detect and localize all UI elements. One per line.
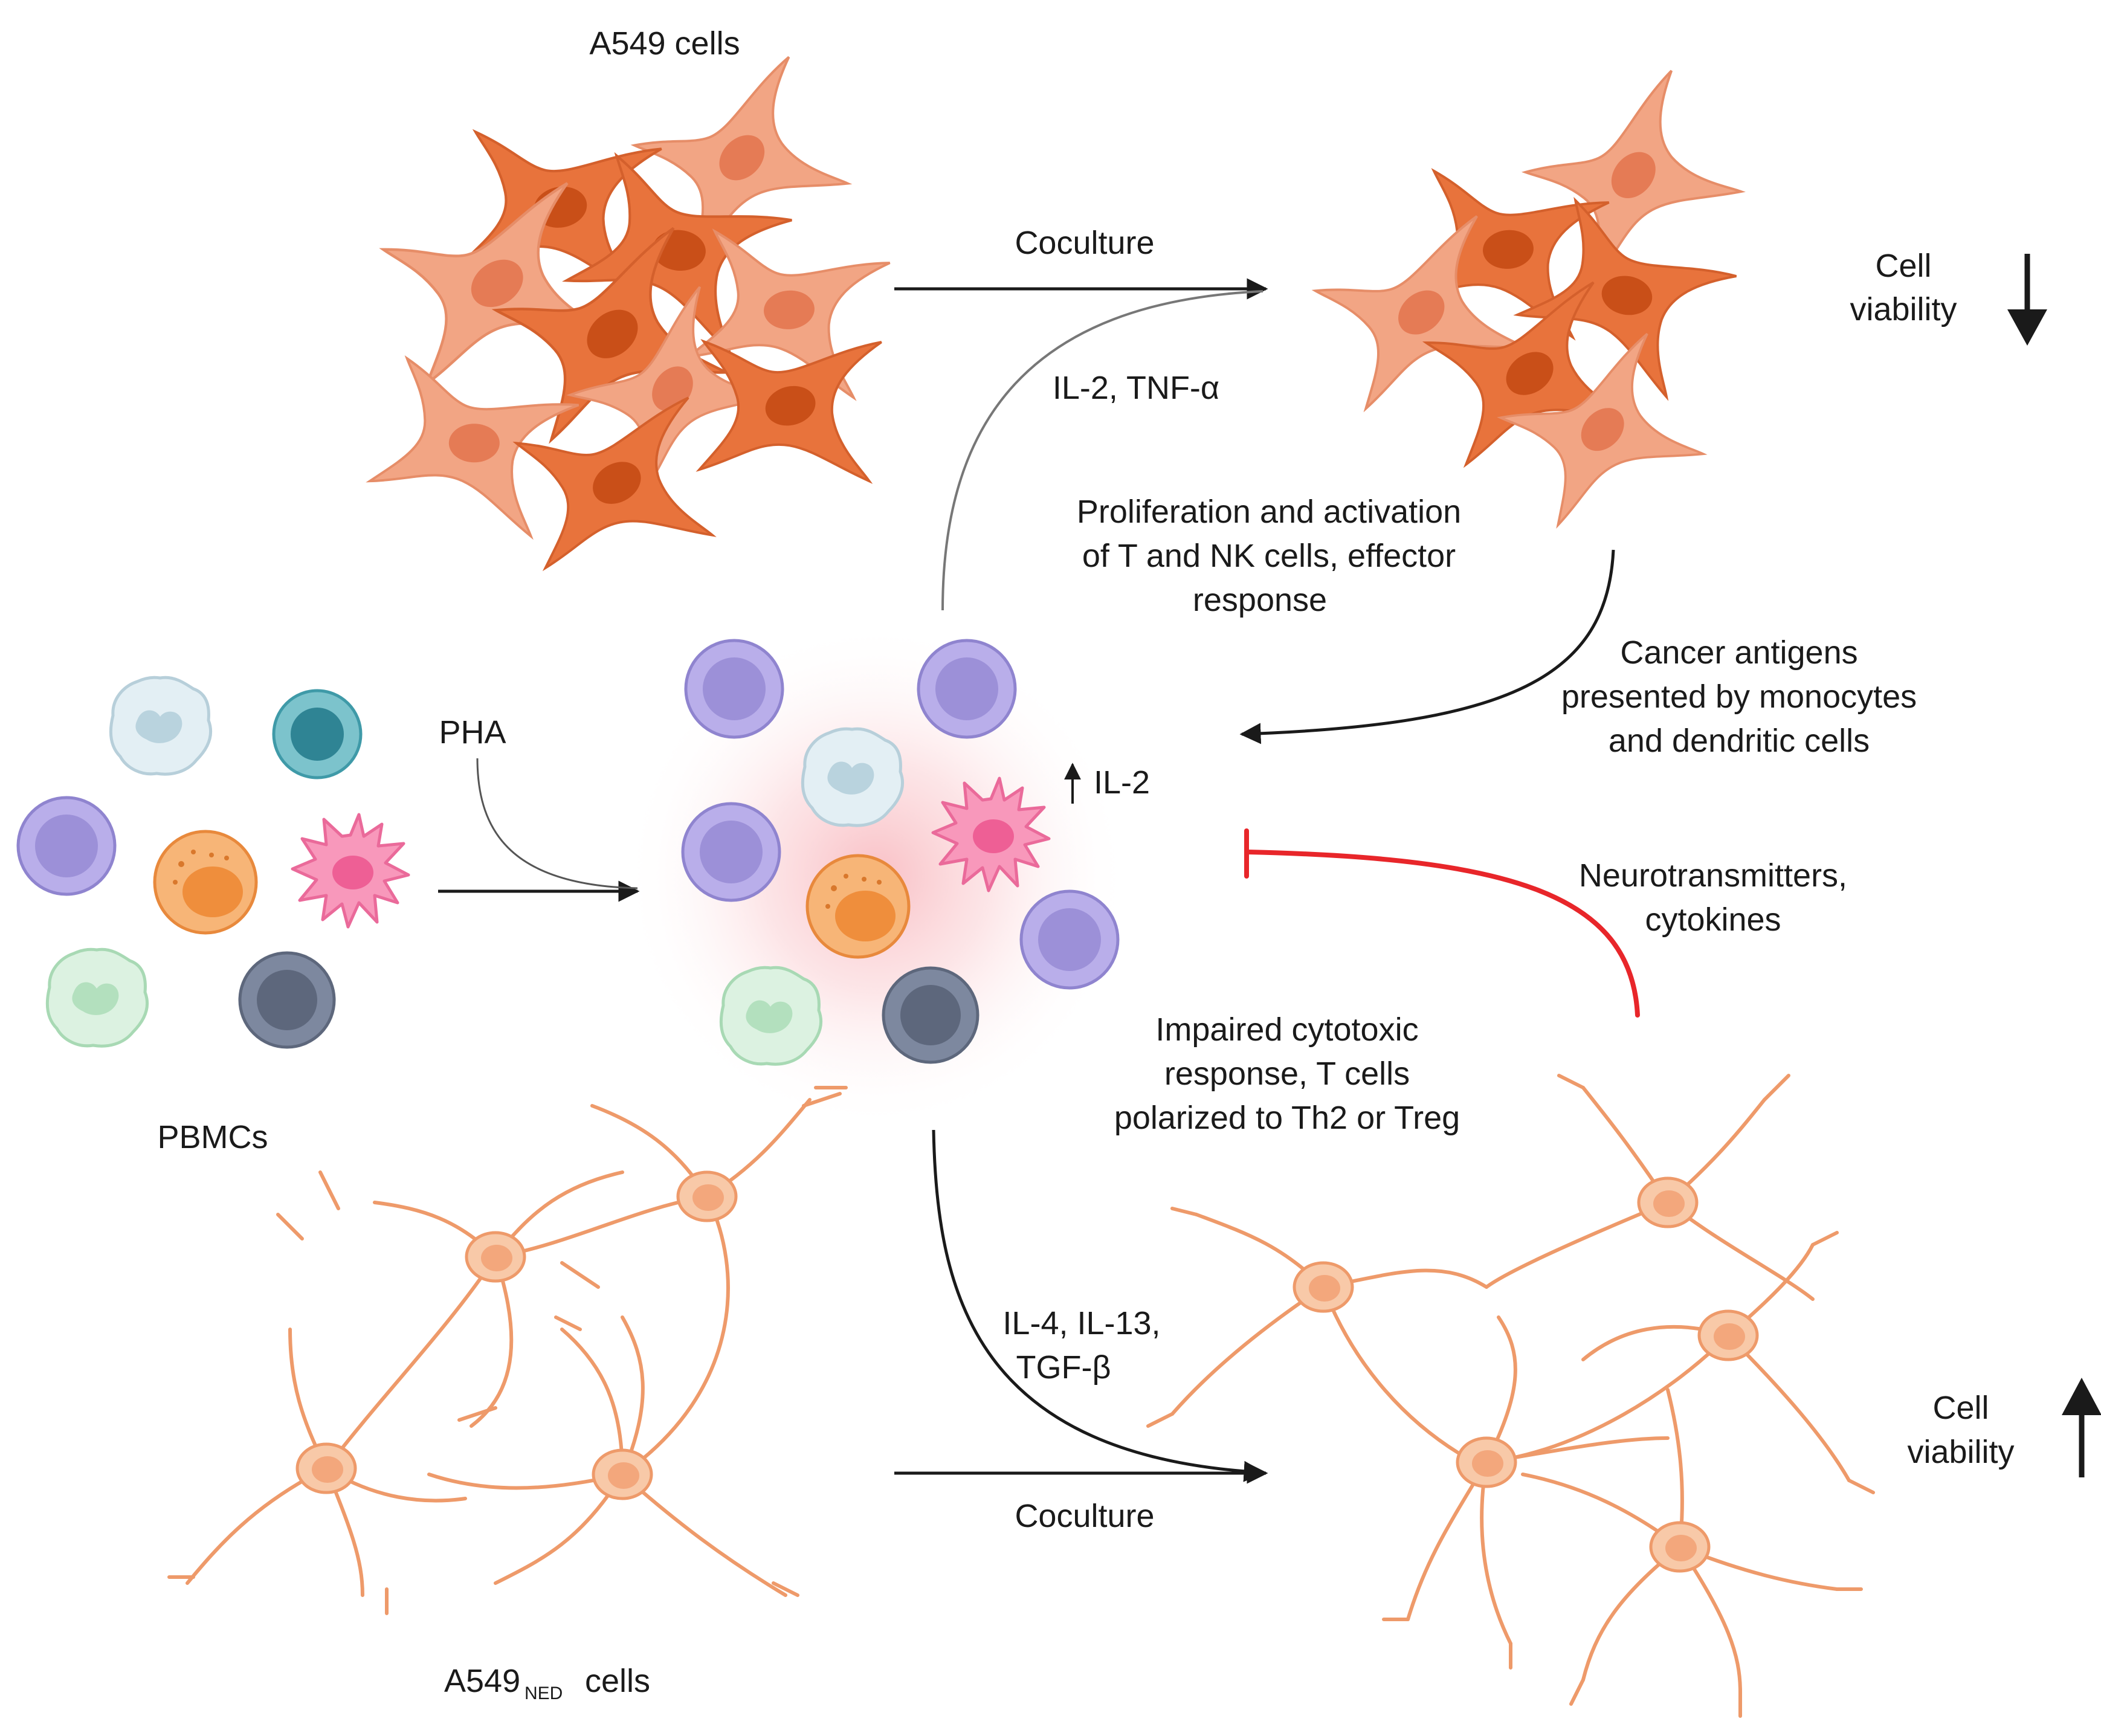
label-antigens-1: Cancer antigens [1620,634,1857,671]
a549-ned-neuron-bodies [297,1172,736,1499]
a549-ned-network-after [1146,1074,1875,1718]
label-neuro-1: Neurotransmitters, [1579,857,1847,894]
label-pha: PHA [439,714,506,750]
label-il4-2: TGF-β [1016,1349,1111,1386]
label-cell-viability-bottom-1: Cell [1932,1390,1989,1426]
label-a549-ned-rest: cells [585,1663,650,1699]
label-a549-ned-main: A549 [444,1663,520,1699]
label-impaired-3: polarized to Th2 or Treg [1114,1100,1460,1136]
label-a549-ned-cells: A549 NED cells [444,1663,650,1703]
label-il4-1: IL-4, IL-13, [1002,1305,1160,1341]
pbmc-cluster [18,677,408,1047]
label-cell-viability-top-2: viability [1850,291,1957,328]
label-proliferation-3: response [1193,582,1327,618]
viability-up-arrow [2062,1378,2101,1477]
viability-down-arrow [2007,254,2047,346]
a549-cell-cluster-after [1306,64,1751,532]
pha-curve [476,758,638,889]
label-il2-tnf: IL-2, TNF-α [1053,370,1219,406]
inhibition-curve [1244,828,1640,1018]
label-pbmcs: PBMCs [157,1119,268,1155]
label-proliferation-1: Proliferation and activation [1077,494,1461,530]
label-neuro-2: cytokines [1645,902,1781,938]
il4-curve-arrow [932,1129,1265,1482]
label-antigens-2: presented by monocytes [1561,679,1917,715]
label-il2-up: IL-2 [1094,764,1150,801]
label-proliferation-2: of T and NK cells, effector [1082,538,1456,574]
label-cell-viability-top-1: Cell [1875,248,1931,284]
a549-cell-cluster [352,51,903,571]
il2-tnf-curve [941,290,1264,611]
label-impaired-2: response, T cells [1164,1056,1410,1092]
arrows [438,278,1615,1484]
label-coculture-bottom: Coculture [1015,1498,1154,1534]
antigen-arrow [1239,549,1615,744]
label-impaired-1: Impaired cytotoxic [1155,1012,1418,1048]
a549-ned-network [167,1086,848,1615]
label-a549-ned-sub: NED [524,1683,563,1703]
label-antigens-3: and dendritic cells [1609,723,1870,759]
label-cell-viability-bottom-2: viability [1907,1434,2014,1470]
a549-ned-neuron-bodies-after [1294,1178,1757,1571]
label-a549-cells: A549 cells [589,25,740,62]
label-coculture-top: Coculture [1015,225,1154,261]
